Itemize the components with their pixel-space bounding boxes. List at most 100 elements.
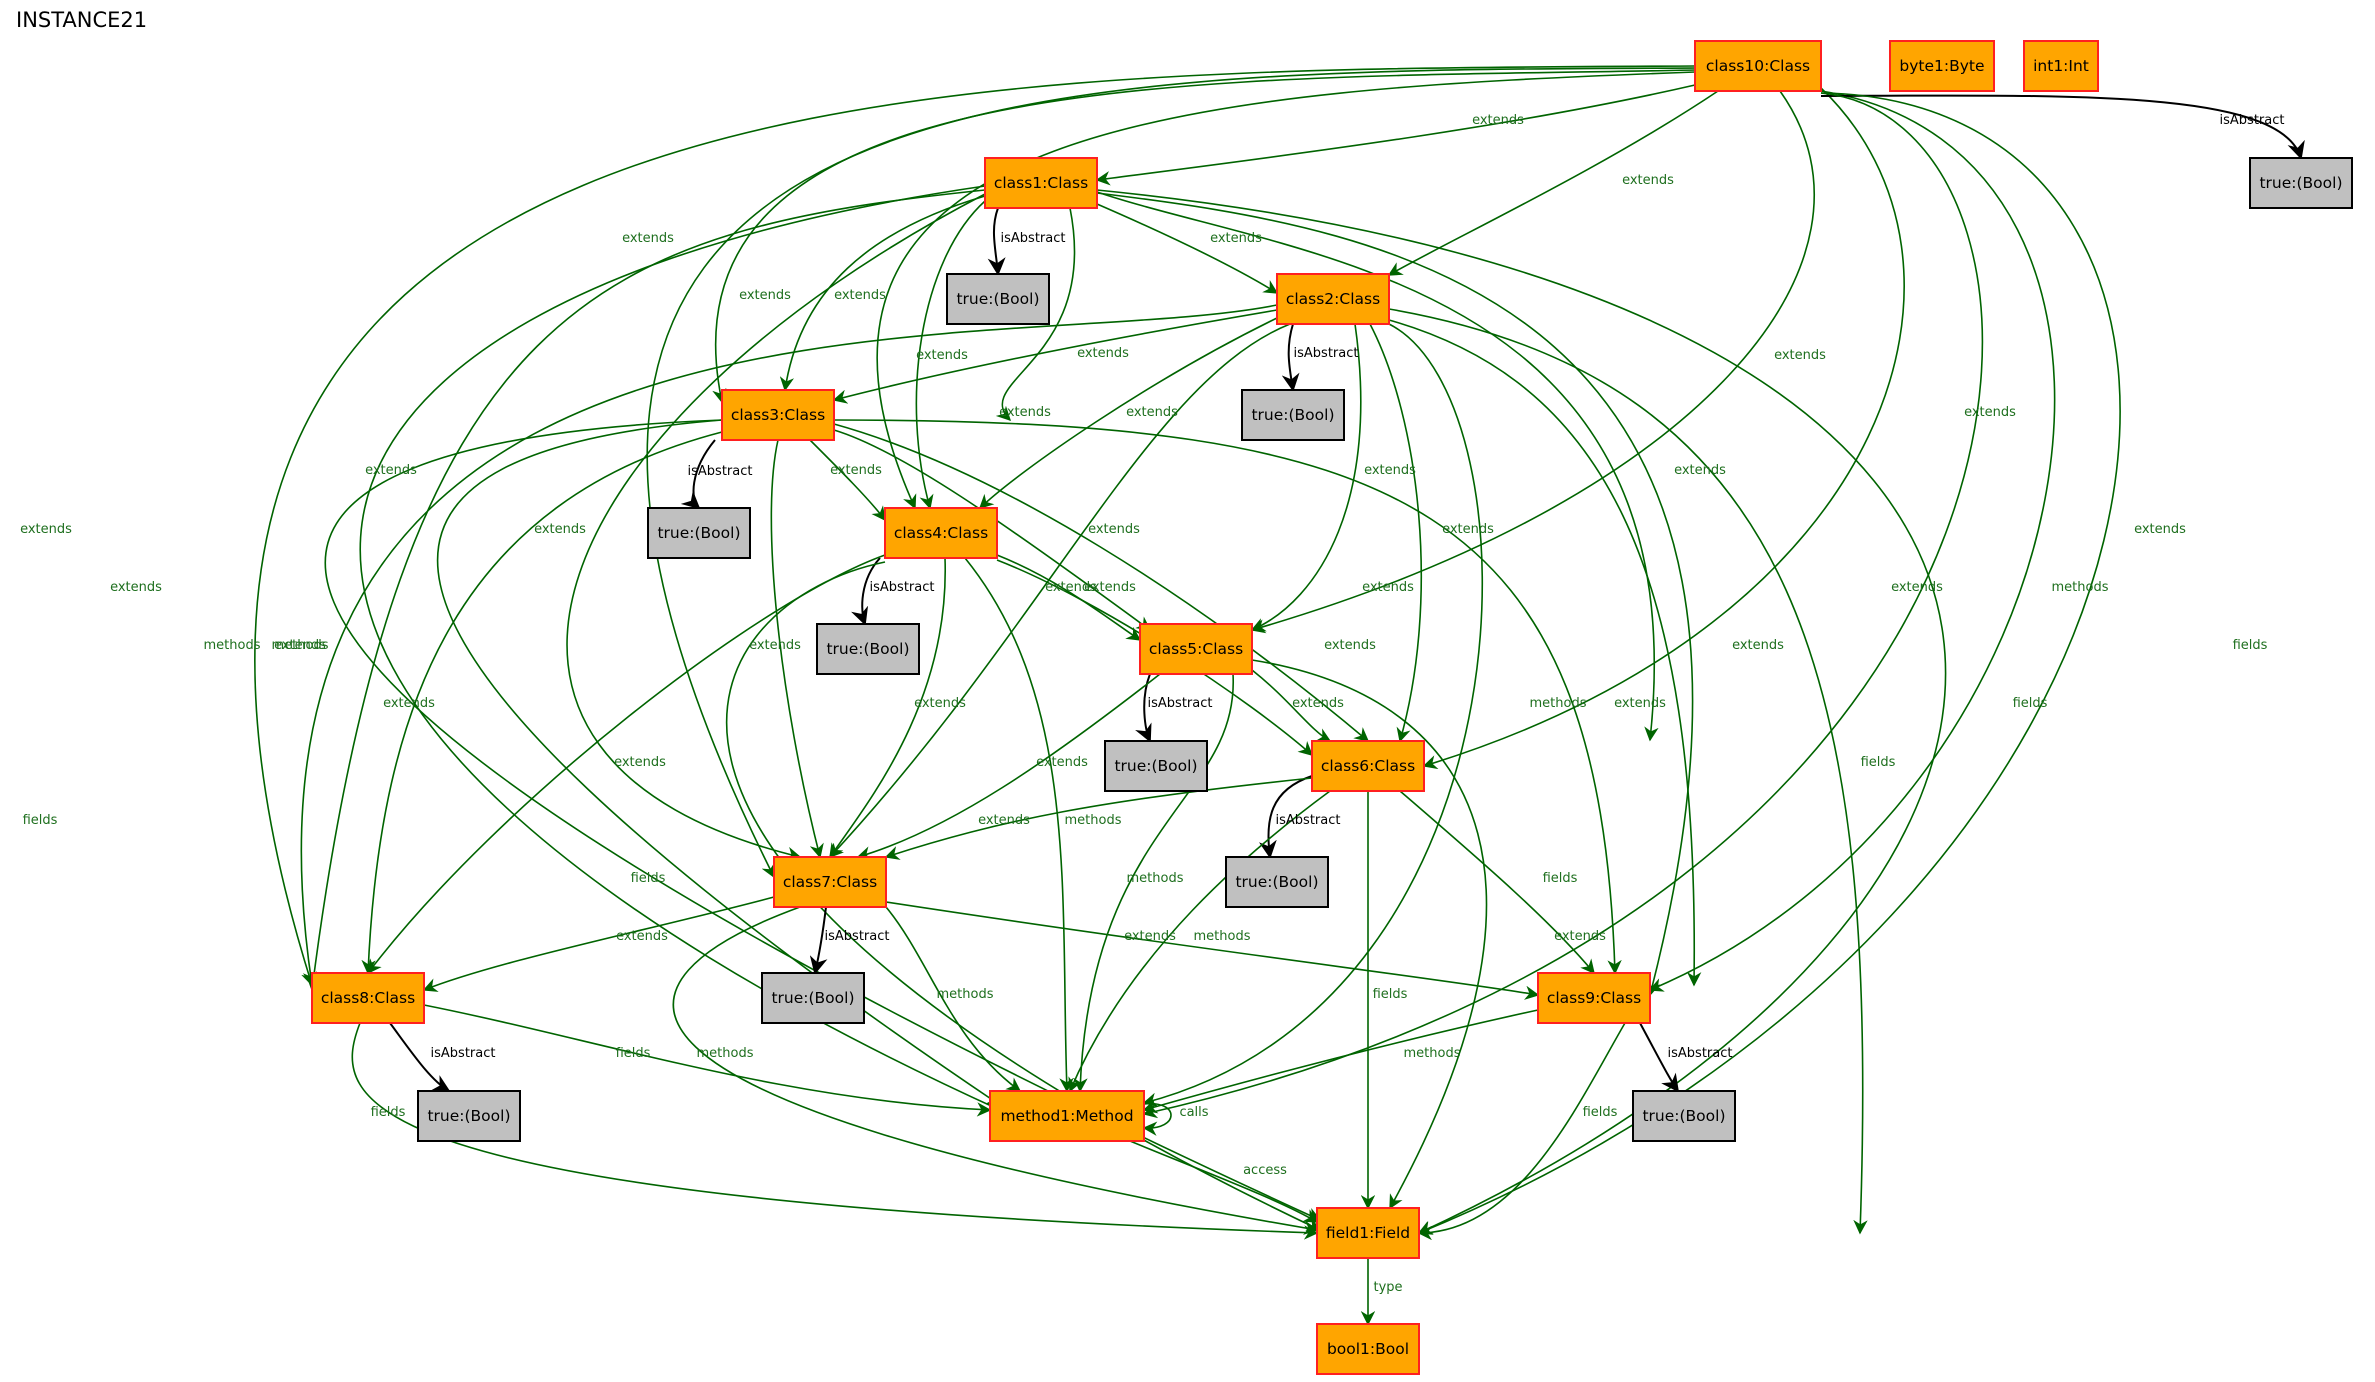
edge-label-class5-field1: fields bbox=[1543, 871, 1578, 886]
edge-label-class10-class6: extends bbox=[1964, 405, 2016, 420]
edge-class3-class9 bbox=[833, 419, 1622, 975]
edge-label-class2-class6: extends bbox=[1442, 522, 1494, 537]
node-box-class7 bbox=[773, 856, 887, 908]
edge-label-class7-class9: extends bbox=[1124, 929, 1176, 944]
edge-class2-class3 bbox=[832, 309, 1278, 404]
node-label-class4: class4:Class bbox=[894, 524, 988, 542]
edge-method1-method1 bbox=[1142, 1102, 1172, 1136]
edge-label-class5-class6: extends bbox=[1292, 696, 1344, 711]
edge-class10-class1 bbox=[1095, 84, 1696, 186]
edge-label-class10-class1: extends bbox=[1472, 113, 1524, 128]
node-bool_c2: true:(Bool) bbox=[1241, 389, 1345, 441]
edge-class1-class5 bbox=[995, 207, 1076, 422]
edge-class6-bool_c6 bbox=[1258, 775, 1313, 859]
node-bool_c6: true:(Bool) bbox=[1225, 856, 1329, 908]
edge-class6-class9 bbox=[1399, 790, 1595, 975]
node-label-class3: class3:Class bbox=[731, 406, 825, 424]
edge-label-class5-class7: extends bbox=[1036, 755, 1088, 770]
node-box-class9 bbox=[1537, 972, 1651, 1024]
edge-class1-class8 bbox=[306, 189, 986, 992]
edge-label-class6-field1: fields bbox=[1373, 987, 1408, 1002]
edge-label-class7-method1: methods bbox=[937, 987, 994, 1002]
node-bool_c8: true:(Bool) bbox=[417, 1090, 521, 1142]
edge-class10-class2 bbox=[1387, 90, 1719, 276]
edge-label-class5-method1: methods bbox=[1127, 871, 1184, 886]
node-bool_c7: true:(Bool) bbox=[761, 972, 865, 1024]
node-label-class6: class6:Class bbox=[1321, 757, 1415, 775]
node-box-method1 bbox=[989, 1090, 1145, 1142]
edge-class4-field1 bbox=[725, 561, 1322, 1231]
diagram-title: INSTANCE21 bbox=[16, 8, 148, 32]
edge-class8-method1 bbox=[423, 1004, 992, 1117]
edge-label-class8-field1: fields bbox=[371, 1105, 406, 1120]
node-box-bool_c4 bbox=[816, 623, 920, 675]
edge-label-class2-class7: extends bbox=[1084, 580, 1136, 595]
edge-class8-bool_c8 bbox=[389, 1022, 451, 1092]
edge-label-class4-field1: fields bbox=[631, 871, 666, 886]
edge-label-class10-class3: extends bbox=[622, 231, 674, 246]
edge-class5-class7 bbox=[856, 673, 1161, 861]
edge-label-class2-class8: extends bbox=[274, 638, 326, 653]
edge-class10-class3 bbox=[712, 69, 1696, 404]
edge-label-class3-class8: extends bbox=[383, 696, 435, 711]
edge-label-method1-method1: calls bbox=[1179, 1105, 1208, 1120]
edge-label-class7-class8: extends bbox=[616, 929, 668, 944]
node-box-class10 bbox=[1694, 40, 1822, 92]
edge-label-class7-field1: fields bbox=[616, 1046, 651, 1061]
edge-label-class6-method1: methods bbox=[1194, 929, 1251, 944]
edge-class2-class6 bbox=[1369, 323, 1423, 743]
edge-label-class3-bool_c3: isAbstract bbox=[688, 464, 753, 479]
edge-class3-class5 bbox=[833, 429, 1152, 631]
edge-class1-class9 bbox=[1096, 192, 1694, 997]
node-box-bool_c6 bbox=[1225, 856, 1329, 908]
node-class10: class10:Class bbox=[1694, 40, 1822, 92]
edge-class4-class7 bbox=[829, 557, 946, 859]
edge-label-class2-field1: fields bbox=[1861, 755, 1896, 770]
edge-labels-layer: extends extends extends extends extends exten… bbox=[20, 113, 2284, 1295]
node-label-method1: method1:Method bbox=[1000, 1107, 1133, 1125]
edge-class10-class9 bbox=[1648, 90, 2056, 992]
edge-class9-bool_c9 bbox=[1639, 1022, 1680, 1093]
edge-label-class7-bool_c7: isAbstract bbox=[825, 929, 890, 944]
edge-class2-class8 bbox=[300, 304, 1278, 987]
edge-label-class3-field1: fields bbox=[23, 813, 58, 828]
node-box-class1 bbox=[984, 157, 1098, 209]
edge-class7-class9 bbox=[885, 901, 1540, 1000]
edge-label-class5-bool_c5: isAbstract bbox=[1148, 696, 1213, 711]
edge-label-class1-class9: extends bbox=[1891, 580, 1943, 595]
edge-label-class1-class3: extends bbox=[834, 288, 886, 303]
node-class6: class6:Class bbox=[1311, 740, 1425, 792]
edge-label-class10-class2: extends bbox=[1622, 173, 1674, 188]
node-box-bool_c1 bbox=[946, 273, 1050, 325]
node-class5: class5:Class bbox=[1139, 623, 1253, 675]
node-label-bool_c2: true:(Bool) bbox=[1251, 406, 1334, 424]
node-class8: class8:Class bbox=[311, 972, 425, 1024]
edge-class10-field1 bbox=[1417, 92, 2121, 1235]
node-box-class4 bbox=[884, 507, 998, 559]
edge-label-class4-class8: extends bbox=[614, 755, 666, 770]
node-box-class8 bbox=[311, 972, 425, 1024]
edge-label-class3-class5: extends bbox=[1088, 522, 1140, 537]
edge-class6-class7 bbox=[884, 777, 1313, 860]
edge-class5-method1 bbox=[1073, 673, 1234, 1093]
edge-label-class1-class7: extends bbox=[534, 522, 586, 537]
edge-class10-class4 bbox=[876, 71, 1696, 510]
edge-class2-class5 bbox=[1250, 323, 1362, 632]
edge-label-class2-bool_c2: isAbstract bbox=[1294, 346, 1359, 361]
edge-class3-class4 bbox=[809, 439, 886, 522]
edges-layer bbox=[253, 65, 2305, 1326]
node-class1: class1:Class bbox=[984, 157, 1098, 209]
edge-label-class10-field1: fields bbox=[2233, 638, 2268, 653]
node-label-bool1: bool1:Bool bbox=[1327, 1340, 1409, 1358]
edge-label-class1-class4: extends bbox=[916, 348, 968, 363]
edge-method1-field1 bbox=[1129, 1140, 1319, 1223]
node-box-class6 bbox=[1311, 740, 1425, 792]
node-label-field1: field1:Field bbox=[1326, 1224, 1410, 1242]
edge-label-class10-bool_c10: isAbstract bbox=[2220, 113, 2285, 128]
edge-class7-field1 bbox=[672, 906, 1319, 1235]
edge-label-class1-field1: fields bbox=[2013, 696, 2048, 711]
node-label-class8: class8:Class bbox=[321, 989, 415, 1007]
edge-label-class9-method1: methods bbox=[1404, 1046, 1461, 1061]
edge-class2-method1 bbox=[1142, 323, 1484, 1107]
